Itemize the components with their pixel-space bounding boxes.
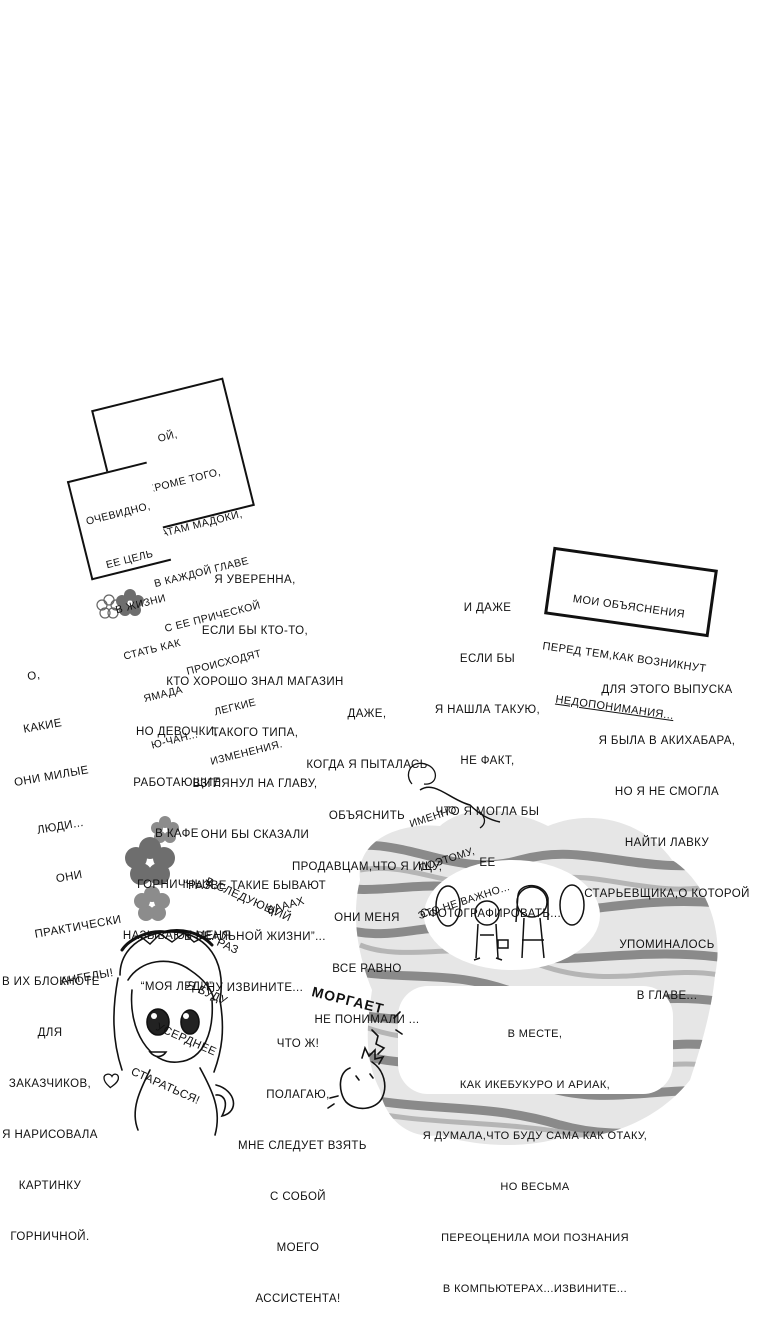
maid-girl-drawing [103, 929, 235, 1136]
manga-page: { "notes": { "paper_note": ["ОЙ,", "И КР… [2, 377, 750, 1305]
text-issue: ДЛЯ ЭТОГО ВЫПУСКА Я БЫЛА В АКИХАБАРА, НО… [584, 684, 750, 1002]
text-places: В МЕСТЕ, КАК ИКЕБУКУРО И АРИАК, Я ДУМАЛА… [422, 1028, 648, 1295]
text-explain: ДАЖЕ, КОГДА Я ПЫТАЛАСЬ ОБЪЯСНИТЬ ПРОДАВЦ… [292, 708, 443, 1026]
text-even-if: И ДАЖЕ ЕСЛИ БЫ Я НАШЛА ТАКУЮ, НЕ ФАКТ, Ч… [420, 602, 562, 920]
text-confident: Я УВЕРЕННА, ЕСЛИ БЫ КТО-ТО, КТО ХОРОШО З… [166, 574, 344, 994]
illustration-layer [96, 589, 718, 1146]
text-girls: НО ДЕВОЧКИ, РАБОТАЮЩИЕ В КАФЕ ГОРНИЧНЫХ,… [122, 726, 232, 993]
curl-mark [407, 762, 437, 785]
text-assistant: ЧТО Ж! ПОЛАГАЮ, МНЕ СЛЕДУЕТ ВЗЯТЬ С СОБО… [238, 1038, 367, 1305]
blinking-creature [327, 1011, 403, 1110]
text-notebook: В ИХ БЛОКНОТЕ ДЛЯ ЗАКАЗЧИКОВ, Я НАРИСОВА… [2, 976, 100, 1243]
ribbon-ornament [419, 786, 501, 823]
chibi-figures [435, 884, 585, 961]
flower-decorations [96, 589, 179, 921]
